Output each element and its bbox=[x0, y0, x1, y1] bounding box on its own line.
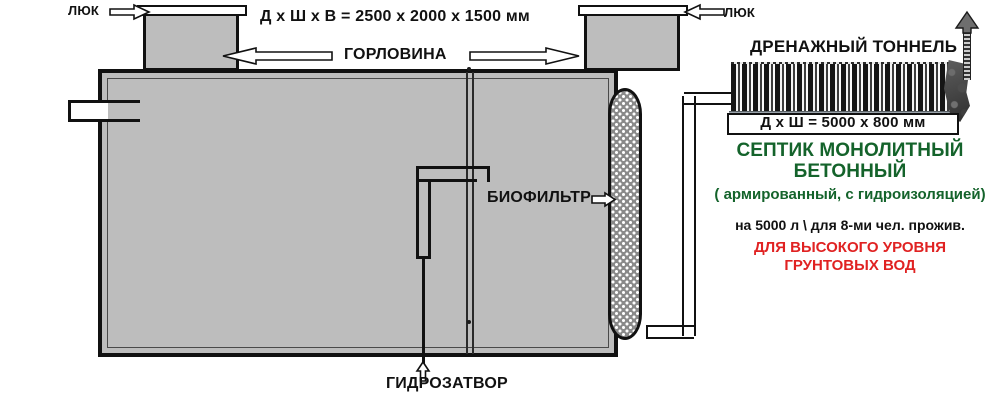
info-block: СЕПТИК МОНОЛИТНЫЙ БЕТОННЫЙ ( армированны… bbox=[700, 140, 1000, 275]
outlet-pipe-bottom-run bbox=[646, 325, 694, 339]
arrow-right-icon-hatch-left bbox=[109, 3, 151, 21]
water-seal-right-cap bbox=[487, 166, 490, 182]
water-seal-tail bbox=[422, 256, 425, 364]
label-hatch-right: ЛЮК bbox=[724, 5, 756, 20]
info-groundwater-line1: ДЛЯ ВЫСОКОГО УРОВНЯ bbox=[753, 239, 947, 256]
hatch-lid-right bbox=[578, 5, 688, 16]
outlet-pipe-top-run bbox=[684, 92, 734, 105]
inlet-pipe-interior bbox=[108, 103, 140, 119]
label-biofilter: БИОФИЛЬТР bbox=[487, 189, 591, 206]
outlet-pipe-vertical-run bbox=[682, 96, 696, 336]
biofilter-cartridge bbox=[608, 88, 642, 340]
tunnel-dimension-label: Д х Ш = 5000 х 800 мм bbox=[760, 114, 926, 131]
water-seal-top-horizontal bbox=[416, 166, 490, 169]
vent-arrow-up-icon bbox=[954, 10, 980, 34]
septic-tank-body bbox=[98, 69, 618, 357]
arrow-left-icon-neck bbox=[222, 46, 333, 66]
label-tank-dimensions: Д х Ш х В = 2500 х 2000 х 1500 мм bbox=[260, 8, 530, 25]
arrow-left-icon-hatch-right bbox=[683, 3, 725, 21]
water-seal-top-horizontal-2 bbox=[416, 179, 477, 182]
tank-marker-dot-top bbox=[467, 67, 471, 71]
tank-partition-middle bbox=[466, 72, 468, 354]
vent-shaft bbox=[963, 28, 971, 80]
neck-riser-right bbox=[584, 9, 680, 71]
arrow-right-icon-neck bbox=[469, 46, 580, 66]
drainage-tunnel-ribs bbox=[731, 64, 949, 111]
label-hatch-left: ЛЮК bbox=[68, 3, 100, 18]
label-neck: ГОРЛОВИНА bbox=[344, 46, 447, 63]
info-capacity: на 5000 л \ для 8-ми чел. прожив. bbox=[735, 217, 965, 233]
drainage-tunnel bbox=[731, 64, 949, 111]
hatch-lid-left bbox=[137, 5, 247, 16]
arrow-right-icon-biofilter bbox=[591, 191, 617, 208]
tank-marker-dot-bottom bbox=[467, 320, 471, 324]
info-title-line2: БЕТОННЫЙ bbox=[793, 161, 907, 182]
water-seal-vertical-right bbox=[428, 179, 431, 259]
label-drainage-tunnel: ДРЕНАЖНЫЙ ТОННЕЛЬ bbox=[750, 37, 958, 56]
tunnel-dimension-bar bbox=[727, 113, 959, 135]
water-seal-vertical-left bbox=[416, 166, 419, 259]
info-title-line1: СЕПТИК МОНОЛИТНЫЙ bbox=[736, 140, 964, 161]
info-subtitle: ( армированный, с гидроизоляцией) bbox=[714, 186, 986, 203]
label-water-seal: ГИДРОЗАТВОР bbox=[386, 375, 508, 392]
info-title: СЕПТИК МОНОЛИТНЫЙ БЕТОННЫЙ bbox=[700, 140, 1000, 182]
tank-partition-middle-2 bbox=[472, 72, 474, 354]
info-groundwater-line2: ГРУНТОВЫХ ВОД bbox=[784, 257, 916, 274]
info-groundwater: ДЛЯ ВЫСОКОГО УРОВНЯ ГРУНТОВЫХ ВОД bbox=[700, 239, 1000, 275]
arrow-up-icon-water-seal bbox=[415, 360, 431, 382]
